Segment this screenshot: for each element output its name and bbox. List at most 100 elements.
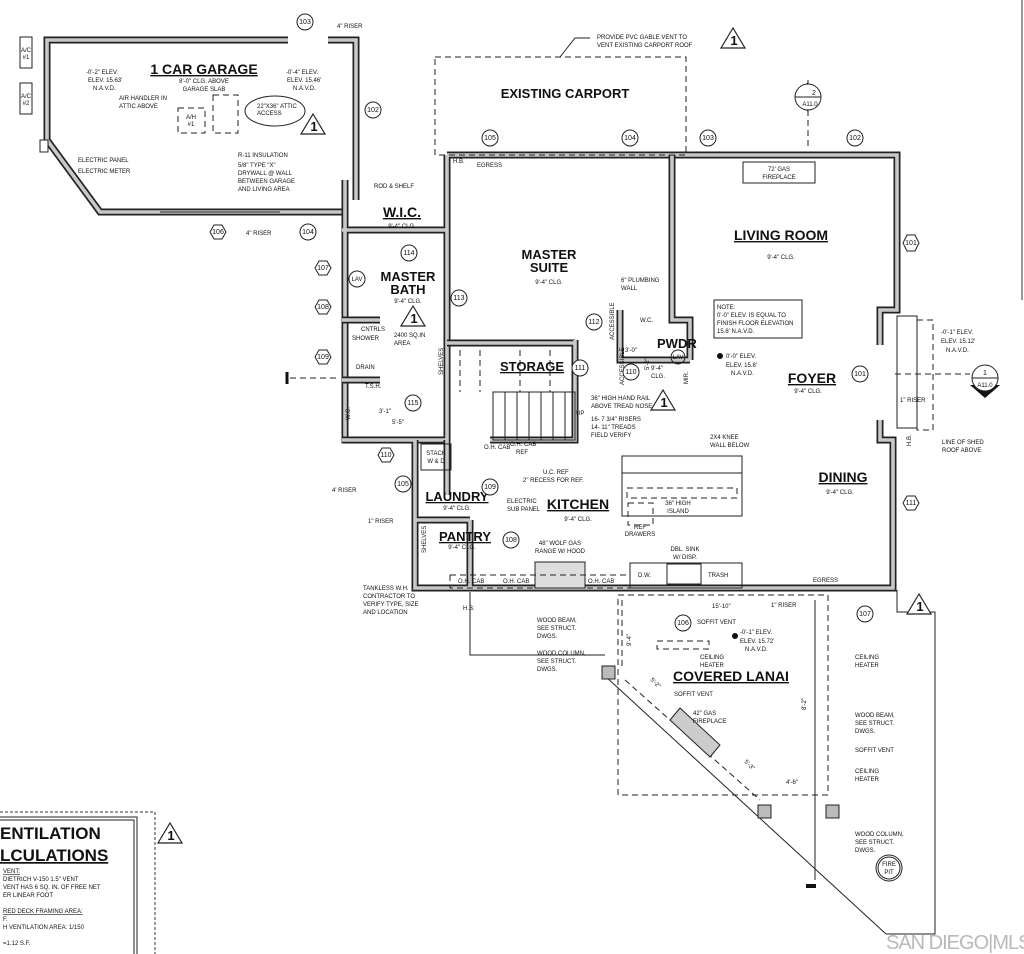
- ventilation-line: DIETRICH V-150 1.5" VENT: [3, 877, 79, 883]
- storage-title: STORAGE: [500, 359, 564, 374]
- lav-label: LAV: [352, 277, 363, 283]
- wood-column-note: DWGS.: [855, 848, 876, 854]
- wood-column-note: SEE STRUCT.: [537, 659, 576, 665]
- garage-ceiling: 8'-0" CLG. ABOVE: [179, 79, 229, 85]
- air-handler-label: A/H: [186, 115, 196, 121]
- window-tag: 102: [849, 135, 861, 142]
- sub-panel-note: SUB PANEL: [507, 507, 541, 513]
- water-heater-note: VERIFY TYPE, SIZE: [363, 602, 418, 608]
- door-tag: 112: [588, 319, 599, 326]
- soffit-vent-note: SOFFIT VENT: [855, 748, 894, 754]
- ac-unit-1: [19, 36, 33, 69]
- stair-up-label: UP: [576, 411, 584, 417]
- oh-cab-label: O.H. CAB: [510, 442, 536, 448]
- fire-pit-label: FIRE: [882, 862, 896, 868]
- shower-area-note: 2400 SQ.IN: [394, 333, 425, 339]
- shower-label: T.S.H.: [365, 384, 382, 390]
- stair-note: FIELD VERIFY: [591, 433, 631, 439]
- dining-ceiling: 9'-4" CLG.: [826, 490, 854, 496]
- rod-shelf-label: ROD & SHELF: [374, 184, 414, 190]
- shower-label: CNTRLS: [361, 327, 385, 333]
- riser-note: 1" RISER: [368, 519, 394, 525]
- trash-label: TRASH: [708, 573, 728, 579]
- ceiling-heater-note: HEATER: [855, 663, 880, 669]
- island-label: ISLAND: [667, 509, 689, 515]
- wood-beam-note: WOOD BEAM,: [855, 713, 895, 719]
- hose-bib-label: H.B.: [907, 434, 913, 446]
- hose-bib-label: H.B.: [453, 159, 465, 165]
- revision-marker: 1: [660, 395, 667, 410]
- garage-elev: -0'-4" ELEV.: [286, 70, 318, 76]
- window-tag: 104: [624, 135, 636, 142]
- wood-beam-note: DWGS.: [537, 634, 558, 640]
- fire-pit: [875, 854, 903, 882]
- porch-elev: N.A.V.D.: [946, 348, 969, 354]
- rail-note: 36" HIGH HAND RAIL: [591, 396, 651, 402]
- pantry-ceiling: 9'-4" CLG.: [448, 545, 476, 551]
- note-box: [713, 299, 803, 339]
- door-tag: 115: [407, 400, 418, 407]
- air-handler-label: #1: [188, 122, 195, 128]
- wood-column-note: DWGS.: [537, 667, 558, 673]
- water-heater-note: CONTRACTOR TO: [363, 594, 415, 600]
- dimension: 9'-4": [627, 634, 633, 646]
- plumbing-note: WALL: [621, 286, 638, 292]
- master-bath-title: BATH: [390, 282, 425, 297]
- ventilation-line: ER LINEAR FOOT: [3, 893, 53, 899]
- oh-cab-label: O.H. CAB: [588, 579, 614, 585]
- carport-outline: [434, 56, 687, 156]
- lanai-elev: -0'-1" ELEV.: [740, 630, 772, 636]
- washer-dryer-label: STACK: [426, 451, 446, 457]
- window-tag: 105: [484, 135, 496, 142]
- egress-label: EGRESS: [813, 578, 838, 584]
- riser-note: 1" RISER: [771, 603, 797, 609]
- floor-elev: 0'-0" ELEV.: [726, 354, 756, 360]
- wood-column-note: SEE STRUCT.: [855, 840, 894, 846]
- wic-ceiling: 9'-4" CLG.: [388, 224, 416, 230]
- kitchen-ceiling: 9'-4" CLG.: [564, 517, 592, 523]
- wood-beam-note: WOOD BEAM,: [537, 618, 577, 624]
- section-marker-2: 2 A11.0: [794, 80, 822, 150]
- shower-label: DRAIN: [356, 365, 375, 371]
- door-tag: 107: [859, 611, 871, 618]
- dining-title: DINING: [819, 469, 868, 485]
- laundry-ceiling: 9'-4" CLG.: [443, 506, 471, 512]
- porch-elev: ELEV. 15.12': [941, 339, 975, 345]
- lanai-title: COVERED LANAI: [673, 668, 789, 684]
- ref-label: REF: [516, 450, 528, 456]
- wood-column-note: WOOD COLUMN,: [855, 832, 904, 838]
- riser-note: 1" RISER: [900, 398, 926, 404]
- water-heater-note: TANKLESS W.H.: [363, 586, 409, 592]
- hose-bib-label: H.B.: [463, 606, 475, 612]
- insulation-note: R-11 INSULATION: [238, 153, 288, 159]
- window-tag: 108: [317, 304, 329, 311]
- fireplace-label: 72' GAS: [768, 167, 790, 173]
- dimension: 15'-10": [712, 604, 731, 610]
- ceiling-heater-note: HEATER: [855, 777, 880, 783]
- door-tag: 103: [299, 19, 311, 26]
- window-tag: 109: [317, 354, 329, 361]
- ventilation-line: F.: [3, 917, 8, 923]
- door-tag: 101: [854, 371, 866, 378]
- ventilation-title: LCULATIONS: [0, 846, 108, 865]
- master-bath-ceiling: 9'-4" CLG.: [394, 299, 422, 305]
- recess-note: 2" RECESS FOR REF.: [523, 478, 584, 484]
- kitchen-title: KITCHEN: [547, 496, 609, 512]
- range-label: 48" WOLF GAS: [539, 541, 581, 547]
- ceiling-heater-note: HEATER: [700, 663, 725, 669]
- door-tag: 108: [505, 537, 517, 544]
- window-tag: 101: [905, 240, 917, 247]
- carport-title: EXISTING CARPORT: [501, 86, 630, 101]
- note-text: FINISH FLOOR ELEVATION: [717, 321, 793, 327]
- garage-elev: ELEV. 15.63': [88, 78, 122, 84]
- dimension: 3'-0": [625, 348, 637, 354]
- stairs: [459, 350, 576, 441]
- ac-unit-2: [19, 82, 33, 115]
- dimension: 5'-2": [649, 677, 662, 690]
- note-text: NOTE:: [717, 305, 736, 311]
- svg-text:A11.0: A11.0: [802, 102, 818, 108]
- knee-wall-note: WALL BELOW: [710, 443, 750, 449]
- ref-drawers-label: REF: [634, 525, 646, 531]
- water-heater-note: AND LOCATION: [363, 610, 408, 616]
